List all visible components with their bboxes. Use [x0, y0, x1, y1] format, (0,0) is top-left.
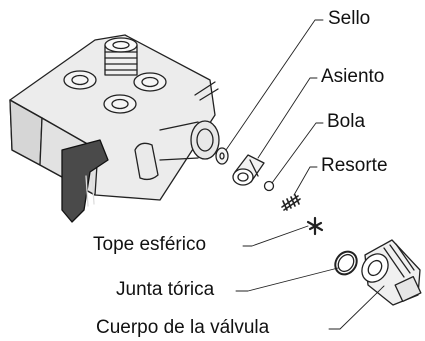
- leader-cuerpo: [328, 285, 385, 330]
- part-asiento: [232, 154, 265, 186]
- leader-sello: [225, 19, 324, 151]
- label-junta-torica: Junta tórica: [116, 279, 215, 300]
- leader-asiento: [257, 77, 318, 159]
- part-tope-esferico: [306, 216, 324, 236]
- part-sello: [215, 147, 229, 165]
- label-bola: Bola: [327, 111, 366, 132]
- label-sello: Sello: [328, 8, 371, 29]
- leader-junta: [235, 267, 339, 292]
- label-cuerpo-valvula: Cuerpo de la válvula: [96, 317, 270, 338]
- label-asiento: Asiento: [321, 66, 385, 87]
- valve-housing: [9, 34, 220, 223]
- label-tope-esferico: Tope esférico: [93, 234, 207, 255]
- part-junta-torica: [334, 250, 358, 276]
- leader-resorte: [293, 166, 318, 196]
- label-resorte: Resorte: [321, 155, 388, 176]
- part-bola: [263, 180, 275, 192]
- part-cuerpo-valvula: [361, 239, 422, 306]
- leader-tope: [242, 225, 309, 247]
- leader-bola: [271, 122, 324, 184]
- part-resorte: [281, 194, 301, 211]
